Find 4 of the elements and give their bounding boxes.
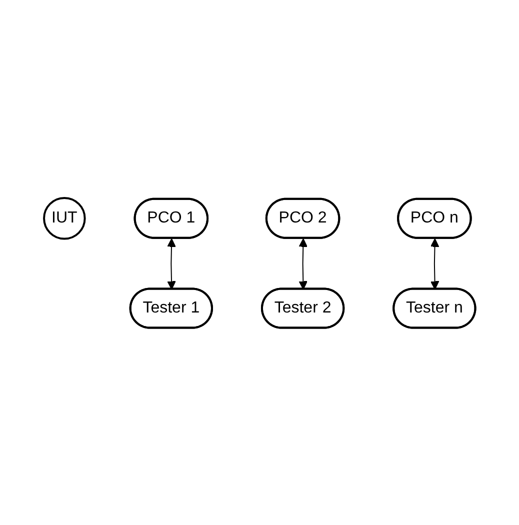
arrow <box>166 238 176 290</box>
node-circle: IUT <box>42 196 86 240</box>
arrow <box>298 238 308 290</box>
arrow <box>430 238 440 290</box>
